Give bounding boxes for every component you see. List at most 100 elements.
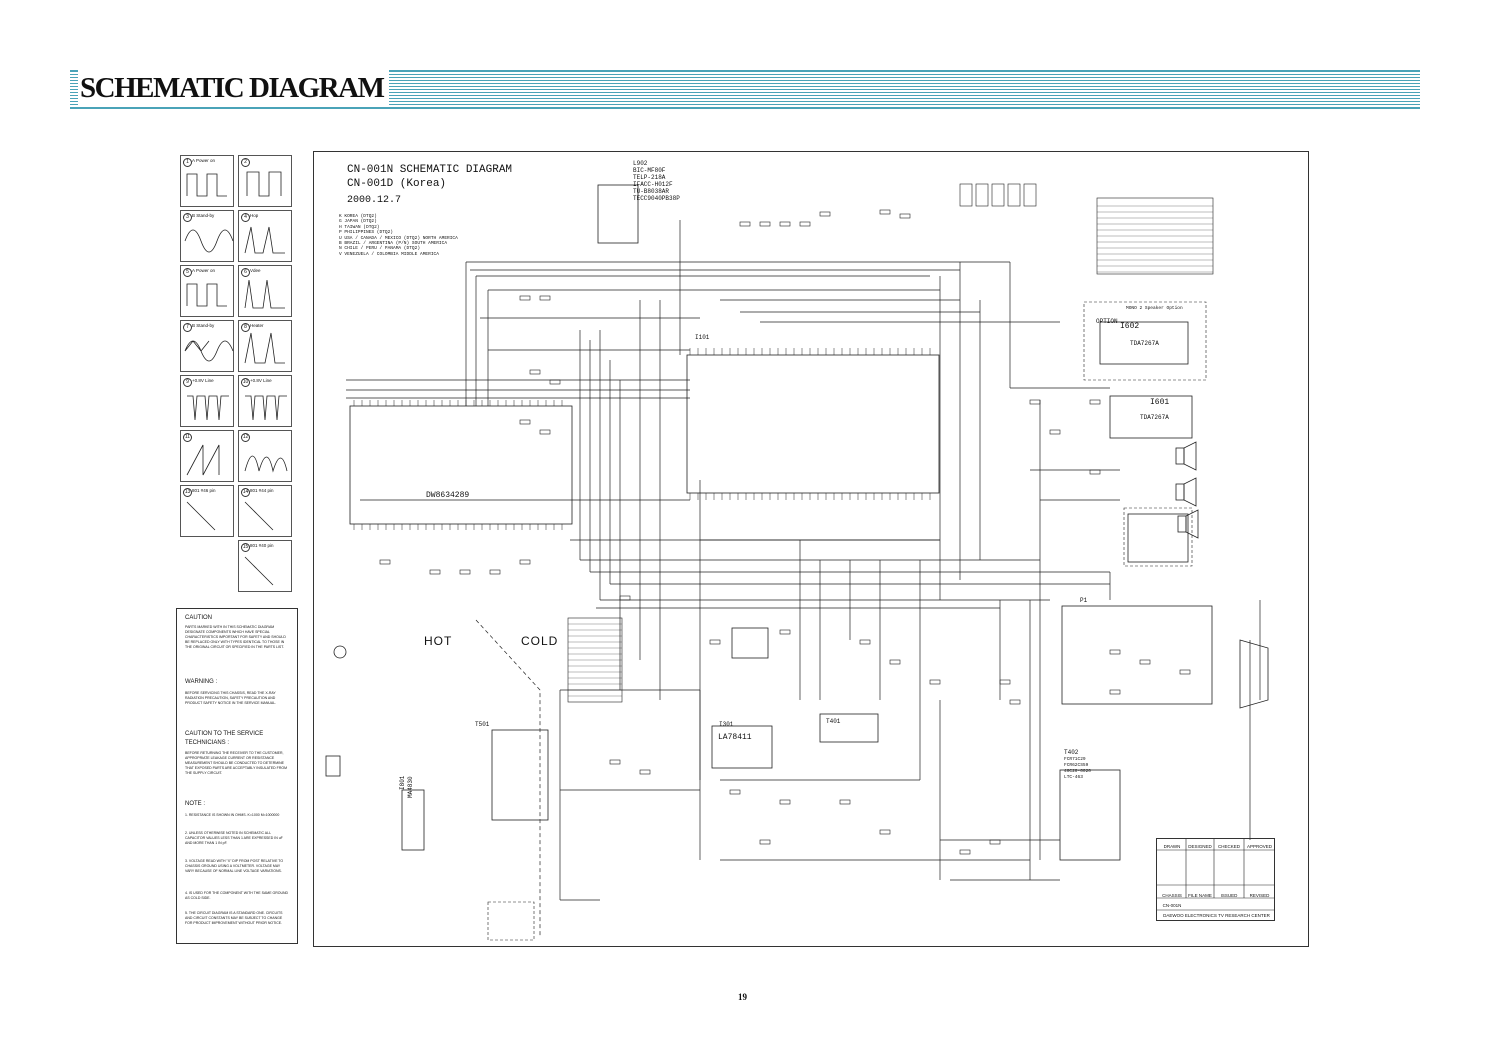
option-outline: [487, 901, 535, 941]
component: [519, 295, 531, 301]
waveform-caption: B Stand-by: [192, 323, 215, 328]
waveform-line: [186, 444, 220, 476]
av-jack: [975, 183, 989, 207]
t402-label: T402: [1064, 749, 1079, 756]
waveform-number: 5: [183, 268, 192, 277]
caution-text: PARTS MARKED WITH IN THIS SCHEMATIC DIAG…: [185, 625, 286, 649]
title-block: DRAWN DESIGNED CHECKED APPROVED CHASSIS …: [1156, 838, 1275, 921]
variant-item: G JAPAN (DTQ2): [339, 219, 377, 225]
l902-label: L902: [633, 160, 648, 167]
waveform-line: [244, 226, 285, 254]
cold-label: COLD: [521, 634, 559, 648]
degauss-coil: [333, 645, 347, 659]
speaker: [1175, 483, 1185, 501]
component: [929, 679, 941, 685]
ic-box: [1127, 513, 1189, 563]
component: [759, 221, 771, 227]
waveform-number: 8: [241, 323, 250, 332]
i801-label: I801: [399, 775, 406, 790]
component: [379, 559, 391, 565]
i301-label: I301: [719, 721, 734, 728]
waveform-caption: +0.8V Line: [192, 378, 214, 383]
component: [609, 759, 621, 765]
note-item: 3. VOLTAGE READ WITH "X" DIP FROM POST R…: [185, 859, 284, 873]
variant-item: N CHILE / PERU / PANAMA (DTQ2): [339, 246, 421, 252]
note-item: 5. THE CIRCUIT DIAGRAM IS A STANDARD ONE…: [185, 911, 283, 925]
waveform-trace: [186, 173, 227, 197]
av-jack: [1007, 183, 1021, 207]
waveform-trace: [246, 171, 282, 197]
component: [1139, 659, 1151, 665]
l902-part: TECC9040PB38P: [633, 195, 680, 202]
note-heading: NOTE :: [185, 801, 206, 807]
component: [709, 639, 721, 645]
service-text: BEFORE RETURNING THE RECEIVER TO THE CUS…: [185, 751, 287, 775]
component: [779, 221, 791, 227]
waveform-caption: A Power on: [192, 158, 216, 163]
waveform-trace: [184, 229, 234, 253]
tb-model: CN-001N: [1162, 903, 1182, 908]
service-heading-1: CAUTION TO THE SERVICE: [185, 731, 264, 737]
component: [639, 769, 651, 775]
tb-row2: CHASSIS: [1162, 893, 1182, 898]
component: [489, 569, 501, 575]
speaker: [1185, 509, 1199, 539]
component: [519, 559, 531, 565]
l902-part: IFACC-H012F: [633, 181, 673, 188]
component: [959, 849, 971, 855]
tb-row2: FILE NAME: [1188, 893, 1212, 898]
component: [1179, 669, 1191, 675]
schematic-date: 2000.12.7: [347, 195, 402, 206]
component: [429, 569, 441, 575]
waveform-line: [186, 173, 227, 197]
component: [819, 211, 831, 217]
component: [739, 221, 751, 227]
component: [799, 221, 811, 227]
waveform-cell: 9+0.8V Line: [180, 375, 234, 427]
i801-part: MA4830: [407, 776, 414, 798]
ic-box: [1099, 321, 1189, 365]
waveform-trace: [186, 283, 227, 307]
component: [539, 429, 551, 435]
component: [539, 295, 551, 301]
variant-item: B BRAZIL / ARGENTINA (P/N) SOUTH AMERICA: [339, 241, 448, 247]
header-band: [70, 68, 1420, 110]
t501-label: T501: [475, 721, 490, 728]
warning-heading: WARNING :: [185, 679, 218, 685]
component: [1009, 699, 1021, 705]
l902-part: TU-B8038AR: [633, 188, 670, 195]
component: [999, 679, 1011, 685]
waveform-trace: [184, 340, 234, 362]
t401-label: T401: [826, 718, 841, 725]
waveform-trace: [244, 556, 274, 586]
component: [859, 639, 871, 645]
waveform-number: 1: [183, 158, 192, 167]
waveform-line: [246, 171, 282, 197]
ic-box: [597, 184, 639, 244]
t402-part: FCR62CS59: [1064, 763, 1089, 768]
t402-part: FCR71C29: [1064, 757, 1086, 762]
waveform-number: 3: [183, 213, 192, 222]
option-label: OPTION: [1096, 318, 1118, 325]
option-outline: [1123, 507, 1193, 567]
waveform-number: 10: [241, 378, 250, 387]
av-jack: [1023, 183, 1037, 207]
waveform-caption: Hop: [250, 213, 259, 218]
note-item: 2. UNLESS OTHERWISE NOTED IN SCHEMATIC A…: [185, 831, 283, 845]
component: [729, 789, 741, 795]
ic-box: [686, 354, 940, 494]
waveform-caption: Vdee: [250, 268, 261, 273]
waveform-number: 6: [241, 268, 250, 277]
waveform-line: [244, 279, 285, 309]
component: [879, 209, 891, 215]
component: [989, 839, 1001, 845]
i601-label: I601: [1150, 398, 1170, 407]
waveform-trace: [244, 332, 285, 364]
note-item: 1. RESISTANCE IS SHOWN IN OHMS. K=1000 M…: [185, 813, 280, 817]
